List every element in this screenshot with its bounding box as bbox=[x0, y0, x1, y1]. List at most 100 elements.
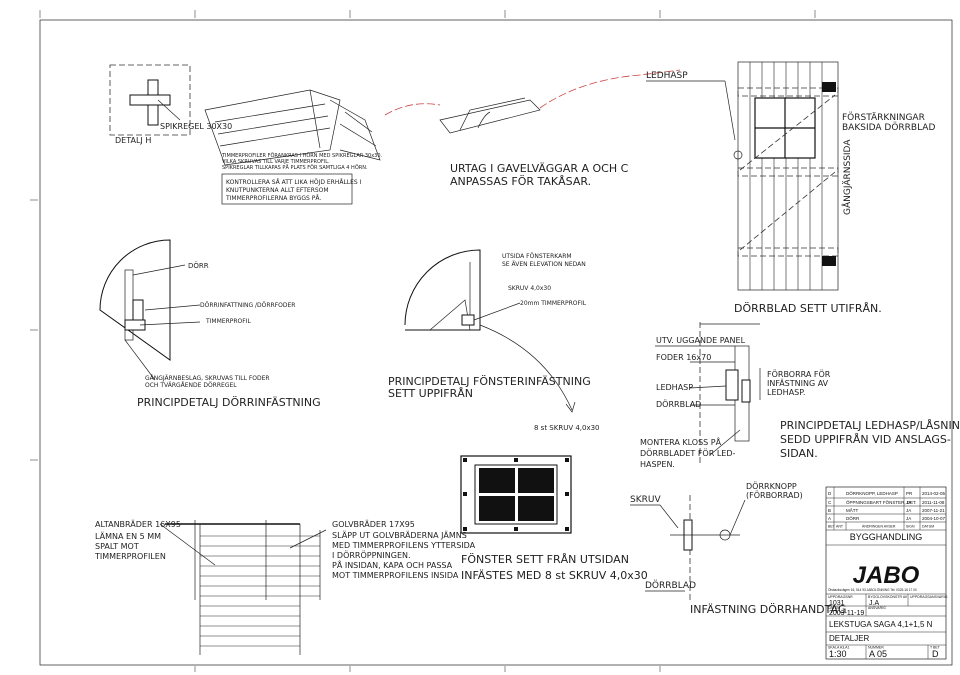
window-outside-l2: SE ÄVEN ELEVATION NEDAN bbox=[502, 261, 586, 268]
door-mounting-detail: DÖRR DÖRRINFATTNING /DÖRRFODER TIMMERPRO… bbox=[99, 239, 321, 409]
altan-l1: ALTANBRÄDER 16X95 bbox=[95, 519, 181, 529]
window-outside-l1: UTSIDA FÖNSTERKARM bbox=[502, 253, 572, 260]
rev-header-date: DATUM bbox=[922, 525, 934, 529]
urtag-line2: ANPASSAS FÖR TAKÅSAR. bbox=[450, 175, 591, 188]
sheet-border bbox=[39, 19, 953, 666]
handle-detail: SKRUV DÖRRKNOPP (FÖRBORRAD) DÖRRBLAD INF… bbox=[630, 481, 846, 616]
reinforcement-l2: BAKSIDA DÖRRBLAD bbox=[842, 122, 935, 133]
row1-label-1: UPPDRAGSNR bbox=[828, 595, 853, 599]
detail-h-note2-l3: TIMMERPROFILERNA BYGGS PÅ. bbox=[225, 195, 321, 202]
scale-label: SKALA A3,A1 bbox=[828, 646, 849, 650]
predrill-l1: FÖRBORRA FÖR bbox=[767, 369, 831, 379]
row2-value-1: 2003-11-19 bbox=[829, 610, 864, 617]
kloss-l2: DÖRRBLADET FÖR LED- bbox=[640, 448, 735, 458]
hinge-note-l1: GÅNGJÄRNBESLAG, SKRUVAS TILL FODER bbox=[145, 375, 270, 382]
project-name: LEKSTUGA SAGA 4,1+1,5 N bbox=[829, 620, 933, 629]
hinge-side-label: GÅNGJÄRNSSIDA bbox=[841, 139, 853, 215]
golv-l5: PÅ INSIDAN, KAPA OCH PASSA bbox=[332, 559, 453, 570]
rev-header-sign: SIGN bbox=[906, 525, 915, 529]
latch-detail: UTV. UGGANDE PANEL FODER 16x70 LEDHASP D… bbox=[640, 322, 960, 469]
urtag-line1: URTAG I GAVELVÄGGAR A OCH C bbox=[450, 162, 629, 175]
kloss-l1: MONTERA KLOSS PÅ bbox=[640, 436, 722, 447]
rev-value: D bbox=[932, 649, 939, 659]
golv-l4: I DÖRRÖPPNINGEN. bbox=[332, 550, 411, 560]
rev-b-date: 2007-11-21 bbox=[922, 508, 945, 513]
knob-l2: (FÖRBORRAD) bbox=[746, 490, 803, 500]
rev-header-bet: BET bbox=[828, 525, 836, 529]
predrill-l2: INFÄSTNING AV bbox=[767, 378, 829, 388]
number-label: NUMMER bbox=[868, 646, 884, 650]
altan-l3: SPALT MOT bbox=[95, 542, 139, 551]
row2-label-1: DATUM bbox=[828, 606, 840, 610]
rev-b-sign: JA bbox=[906, 508, 911, 513]
deck-plan: ALTANBRÄDER 16X95 LÄMNA EN 5 MM SPALT MO… bbox=[94, 519, 476, 655]
border-ticks bbox=[30, 10, 816, 672]
hinge-note-l2: OCH TVÄRGÅENDE DÖRREGEL bbox=[145, 382, 237, 389]
predrill-l3: LEDHASP. bbox=[767, 388, 805, 397]
detail-h-note2-l1: KONTROLLERA SÅ ATT LIKA HÖJD ERHÅLLES I bbox=[226, 179, 362, 186]
urtag-sketch: URTAG I GAVELVÄGGAR A OCH C ANPASSAS FÖR… bbox=[384, 69, 681, 188]
rev-header-desc: ÄNDRINGEN AVSER bbox=[862, 525, 896, 529]
window-profile-label: 20mm TIMMERPROFIL bbox=[520, 300, 587, 307]
rev-b-desc: MÅTT bbox=[846, 507, 858, 513]
scale-value: 1:30 bbox=[829, 649, 847, 659]
door-caption: DÖRRBLAD SETT UTIFRÅN. bbox=[734, 302, 882, 315]
door-detail-title: PRINCIPDETALJ DÖRRINFÄSTNING bbox=[137, 396, 321, 409]
title-block-category: BYGGHANDLING bbox=[850, 532, 923, 542]
jabo-logo: JABO bbox=[853, 562, 920, 589]
window-screws-count: 8 st SKRUV 4,0x30 bbox=[534, 424, 600, 432]
drawing-name: DETALJER bbox=[829, 634, 870, 643]
window-mounting-detail: UTSIDA FÖNSTERKARM SE ÄVEN ELEVATION NED… bbox=[388, 249, 600, 432]
spikregel-label: SPIKREGEL 30X30 bbox=[160, 122, 232, 131]
altan-l2: LÄMNA EN 5 MM bbox=[95, 531, 161, 541]
title-block: D DÖRRKNOPP, LEDHASP PR 2014-02-05 C ÖPP… bbox=[825, 486, 948, 660]
window-detail-title-l1: PRINCIPDETALJ FÖNSTERINFÄSTNING bbox=[388, 375, 591, 388]
timmerprofil-label: TIMMERPROFIL bbox=[205, 318, 251, 325]
golv-l2: SLÄPP UT GOLVBRÄDERNA JÄMNS bbox=[332, 530, 467, 540]
rev-b-letter: B bbox=[828, 508, 831, 513]
rev-d-desc: DÖRRKNOPP, LEDHASP bbox=[846, 490, 898, 496]
detail-h-label: DETALJ H bbox=[115, 136, 151, 145]
rev-c-letter: C bbox=[828, 500, 832, 505]
door-elevation: LEDHASP FÖRSTÄRKNINGAR BAKSIDA DÖRRBLAD … bbox=[646, 61, 935, 315]
company-address: Ölsbacksvägen 16, 514 93 JABOLÖNNING Tel… bbox=[828, 588, 917, 592]
rev-d-date: 2014-02-05 bbox=[922, 491, 946, 496]
rev-c-desc: ÖPPNINGSBART FÖNSTER, DET. bbox=[846, 499, 917, 505]
handle-title: INFÄSTNING DÖRRHANDTAG bbox=[690, 603, 846, 616]
detail-h: DETALJ H SPIKREGEL 30X30 TIMMERPROFILER … bbox=[109, 64, 383, 205]
latch-title-l3: SIDAN. bbox=[780, 447, 818, 460]
window-detail-title-l2: SETT UPPIFRÅN bbox=[388, 387, 473, 400]
latch-title-l2: SEDD UPPIFRÅN VID ANSLAGS- bbox=[780, 433, 951, 446]
panel-label: UTV. UGGANDE PANEL bbox=[656, 336, 746, 345]
rev-d-letter: D bbox=[828, 491, 832, 496]
row1-label-3: UPPDRAGSANSVARIG bbox=[910, 595, 948, 599]
rev-a-desc: DÖRR bbox=[846, 515, 860, 521]
window-screw-label: SKRUV 4,0x30 bbox=[508, 285, 551, 292]
rev-c-sign: JA bbox=[906, 500, 911, 505]
golv-l1: GOLVBRÄDER 17X95 bbox=[332, 519, 415, 529]
golv-l3: MED TIMMERPROFILENS YTTERSIDA bbox=[332, 541, 476, 550]
detail-h-note1-l3: SPIKREGLAR TILLKAPAS PÅ PLATS FÖR SAMTLI… bbox=[222, 164, 368, 171]
row1-label-2: BYGGLOVSKONSTR AV bbox=[868, 595, 908, 599]
latch-dorrblad-label: DÖRRBLAD bbox=[656, 399, 701, 409]
row1-value-1: 1031 bbox=[829, 600, 845, 607]
frame-label: DÖRRINFATTNING /DÖRRFODER bbox=[200, 302, 295, 309]
rev-c-date: 2011-11-08 bbox=[922, 500, 945, 505]
golv-l6: MOT TIMMERPROFILENS INSIDA bbox=[332, 571, 459, 580]
handle-dorrblad-label: DÖRRBLAD bbox=[645, 580, 696, 591]
row1-value-2: J.A bbox=[869, 600, 879, 607]
row2-label-2: ANSVARIG bbox=[868, 606, 886, 610]
detail-h-note2-l2: KNUTPUNKTERNA ALLT EFTERSOM bbox=[226, 187, 329, 194]
rev-header-ant: ANT bbox=[836, 525, 844, 529]
foder-label: FODER 16x70 bbox=[656, 353, 711, 362]
latch-ledhasp-label: LEDHASP bbox=[656, 383, 693, 392]
rev-a-date: 2004-10-07 bbox=[922, 516, 946, 521]
rev-label: T BET bbox=[930, 646, 941, 650]
rev-d-sign: PR bbox=[906, 491, 913, 496]
door-ledhasp-label: LEDHASP bbox=[646, 71, 688, 81]
number-value: A 05 bbox=[869, 649, 887, 659]
detail-h-note1-l2: VILKA SKRUVAS TILL VARJE TIMMERPROFIL. bbox=[222, 159, 330, 165]
detail-h-note1-l1: TIMMERPROFILER FÖRANKRAS I HÖRN MED SPIK… bbox=[221, 152, 383, 159]
window-elevation: FÖNSTER SETT FRÅN UTSIDAN INFÄSTES MED 8… bbox=[460, 455, 648, 582]
